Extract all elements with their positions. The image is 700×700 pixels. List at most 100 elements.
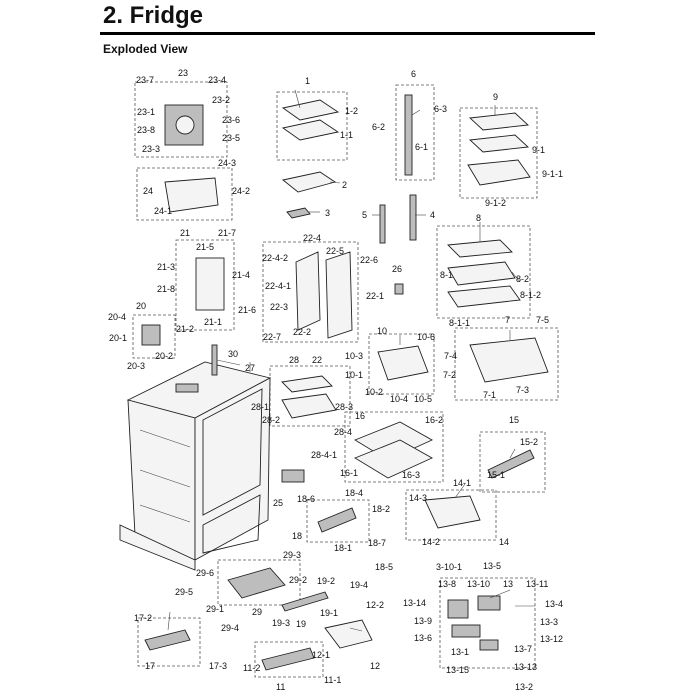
callout: 28-1 — [251, 402, 269, 412]
group-box-8 — [436, 225, 531, 319]
group-box-10 — [368, 333, 435, 395]
callout: 22-7 — [263, 332, 281, 342]
part-20-module — [141, 324, 161, 346]
callout: 8-1-1 — [449, 318, 470, 328]
cabinet-base — [119, 524, 196, 571]
callout: 6-3 — [434, 104, 447, 114]
callout: 22-4-2 — [262, 253, 288, 263]
callout: 18-4 — [345, 488, 363, 498]
callout: 19-2 — [317, 576, 335, 586]
part-1-2-cover — [281, 99, 340, 121]
callout: 23-8 — [137, 125, 155, 135]
group-box-9 — [459, 107, 538, 199]
callout: 28-4-1 — [311, 450, 337, 460]
group-box-17 — [137, 617, 201, 667]
callout: 13-4 — [545, 599, 563, 609]
callout: 10 — [377, 326, 387, 336]
callout: 3 — [325, 208, 330, 218]
callout: 29 — [252, 607, 262, 617]
callout: 6-2 — [372, 122, 385, 132]
group-box-11 — [254, 641, 324, 678]
callout: 7 — [505, 315, 510, 325]
cabinet-upper-opening — [202, 388, 263, 516]
callout: 8-2 — [516, 274, 529, 284]
callout: 23-5 — [222, 133, 240, 143]
callout: 20 — [136, 301, 146, 311]
callout: 22-5 — [326, 246, 344, 256]
part-30-rod — [211, 344, 218, 376]
callout: 18 — [292, 531, 302, 541]
leader-lines — [167, 89, 535, 632]
callout: 28-4 — [334, 427, 352, 437]
callout: 26 — [392, 264, 402, 274]
callout: 13-8 — [438, 579, 456, 589]
part-28-glass — [281, 375, 333, 393]
callout: 21-4 — [232, 270, 250, 280]
cabinet-lower-opening — [202, 494, 261, 554]
callout: 13-11 — [526, 579, 548, 589]
callout: 24 — [143, 186, 153, 196]
part-2-tray — [281, 171, 337, 193]
group-box-15 — [479, 431, 546, 493]
callout: 22-2 — [293, 327, 311, 337]
parts — [141, 94, 549, 671]
callout: 22-4-1 — [265, 281, 291, 291]
callout: 15-2 — [520, 437, 538, 447]
cabinet-shelf-line-3 — [139, 504, 191, 523]
callout: 24-3 — [218, 158, 236, 168]
cabinet-shelf-line-1 — [139, 429, 191, 448]
part-8-glass — [447, 239, 513, 258]
part-11-panel — [261, 647, 315, 671]
callout: 27 — [245, 363, 255, 373]
page-title: 2. Fridge — [103, 2, 204, 29]
callout: 29-6 — [196, 568, 214, 578]
part-14-drawer — [424, 495, 481, 529]
callout: 8 — [476, 213, 481, 223]
callout: 13-6 — [414, 633, 432, 643]
callout: 13-15 — [446, 665, 469, 675]
callout: 20-3 — [127, 361, 145, 371]
callout: 18-7 — [368, 538, 386, 548]
callout: 8-1-2 — [520, 290, 541, 300]
part-15-rail — [487, 449, 535, 479]
callout: 21-5 — [196, 242, 214, 252]
callout: 4 — [430, 210, 435, 220]
callout: 18-5 — [375, 562, 393, 572]
part-13-housing-d — [479, 639, 499, 651]
part-9-1-frame — [468, 134, 530, 153]
callout: 23 — [178, 68, 188, 78]
callout: 6-1 — [415, 142, 428, 152]
callout: 16 — [355, 411, 365, 421]
callout-labels: 23 23-7 23-4 23-2 23-1 23-6 23-8 23-5 23… — [108, 68, 563, 692]
callout: 14-3 — [409, 493, 427, 503]
part-17-panel — [144, 629, 191, 651]
callout: 12 — [370, 661, 380, 671]
callout: 6 — [411, 69, 416, 79]
callout: 16-2 — [425, 415, 443, 425]
callout: 11-2 — [243, 663, 260, 673]
callout: 21-3 — [157, 262, 175, 272]
callout: 23-1 — [137, 107, 155, 117]
part-16-1-base — [353, 439, 433, 479]
callout: 29-4 — [221, 623, 239, 633]
group-boxes — [132, 81, 559, 678]
group-box-7 — [454, 327, 559, 401]
group-box-20 — [132, 314, 176, 359]
callout: 29-5 — [175, 587, 193, 597]
callout: 28-3 — [335, 402, 353, 412]
callout: 22-6 — [360, 255, 378, 265]
callout: 24-2 — [232, 186, 250, 196]
callout: 30 — [228, 349, 238, 359]
callout: 11-1 — [324, 675, 341, 685]
cabinet-top-vent — [175, 383, 199, 393]
callout: 19-4 — [350, 580, 368, 590]
callout: 28-2 — [262, 415, 280, 425]
part-6-rail — [404, 94, 413, 176]
callout: 22 — [312, 355, 322, 365]
group-box-16 — [344, 411, 444, 483]
callout: 5 — [362, 210, 367, 220]
callout: 9-1-2 — [485, 198, 506, 208]
callout: 13-2 — [515, 682, 533, 692]
callout: 14-1 — [453, 478, 471, 488]
callout: 12-2 — [366, 600, 384, 610]
